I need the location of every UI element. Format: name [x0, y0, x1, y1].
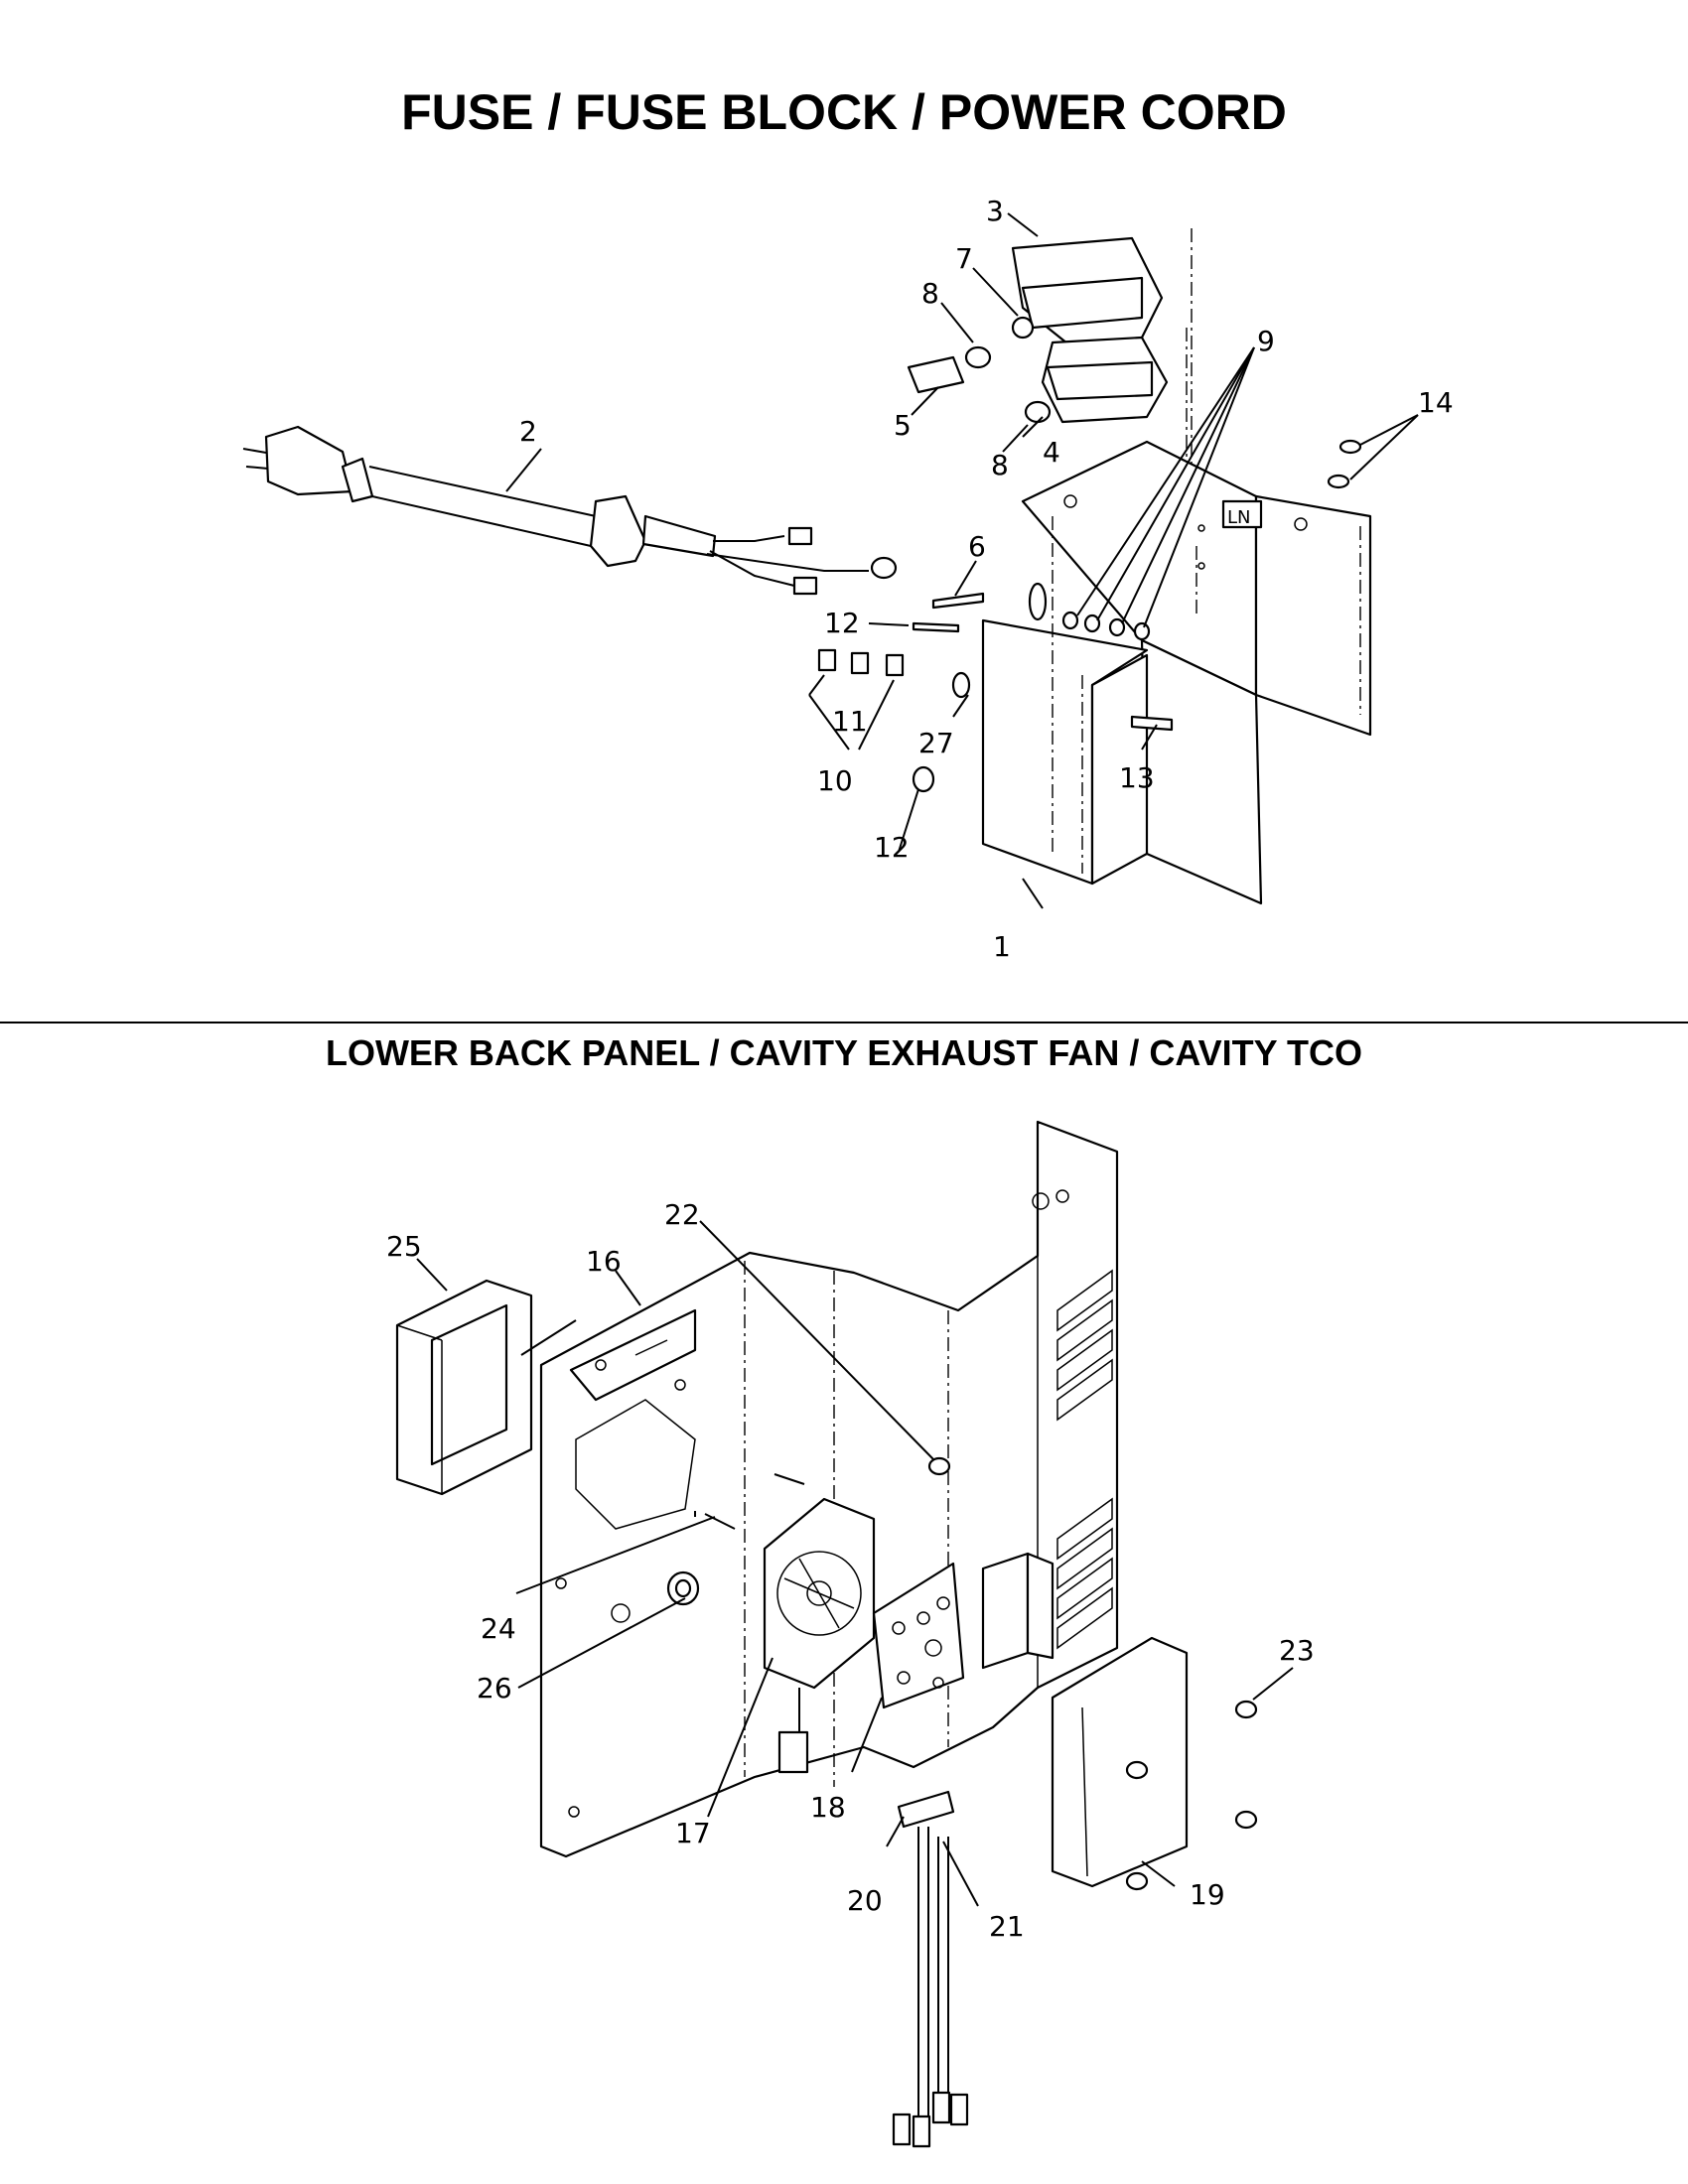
louver-vents	[1056, 1269, 1113, 1650]
callout-18: 18	[810, 1791, 846, 1824]
callout-26: 26	[477, 1672, 512, 1705]
callout-22: 22	[664, 1198, 700, 1231]
mounting-screws	[666, 1570, 1258, 1891]
callout-17: 17	[675, 1817, 711, 1849]
lower-back-panel	[539, 1120, 1119, 1858]
tco-bracket	[872, 1562, 965, 1709]
callout-7: 7	[955, 242, 973, 275]
callout-6: 6	[968, 530, 986, 563]
callout-2: 2	[519, 415, 537, 448]
callout-13: 13	[1119, 761, 1155, 794]
callout-23: 23	[1279, 1634, 1315, 1667]
power-cord	[242, 425, 898, 596]
callout-4: 4	[1043, 436, 1060, 469]
cavity-tco-and-wires	[892, 1790, 969, 2148]
callout-12-upper: 12	[824, 607, 860, 639]
section-title-lower-back-panel: LOWER BACK PANEL / CAVITY EXHAUST FAN / …	[325, 1032, 1363, 1073]
section-divider	[0, 1022, 1688, 1024]
callout-10: 10	[817, 764, 853, 797]
callout-21: 21	[989, 1910, 1025, 1943]
leader-lines-bottom	[416, 1220, 1294, 1907]
callout-12-lower: 12	[874, 831, 910, 864]
section-title-fuse-block: FUSE / FUSE BLOCK / POWER CORD	[401, 84, 1287, 140]
callout-8-upper: 8	[921, 277, 939, 310]
callout-16: 16	[586, 1245, 622, 1278]
callout-8-lower: 8	[991, 449, 1009, 481]
callout-19: 19	[1190, 1878, 1225, 1911]
callout-labels-top: 3 7 8 9 14 2 5 4 8 6 12 11 27 10 13 12 1	[519, 195, 1454, 963]
small-hardware	[817, 439, 1362, 793]
bracket-panel: LN	[981, 440, 1372, 905]
fuse-block-assembly	[907, 228, 1193, 556]
callout-3: 3	[986, 195, 1004, 227]
callout-25: 25	[386, 1230, 422, 1263]
leader-lines-top	[505, 212, 1419, 909]
callout-14: 14	[1418, 386, 1454, 419]
callout-27: 27	[918, 727, 954, 759]
callout-24: 24	[481, 1612, 516, 1645]
callout-labels-bottom: 22 25 16 24 26 23 18 17 19 20 21	[386, 1198, 1315, 1943]
callout-20: 20	[847, 1884, 883, 1917]
sensor-bracket	[927, 1456, 1189, 1888]
callout-5: 5	[894, 409, 912, 442]
ln-marking: LN	[1227, 507, 1251, 528]
callout-11: 11	[832, 705, 868, 738]
callout-1: 1	[993, 930, 1011, 963]
callout-9: 9	[1257, 325, 1275, 357]
gasket-frame	[395, 1279, 533, 1496]
exhaust-fan	[694, 1473, 876, 1774]
